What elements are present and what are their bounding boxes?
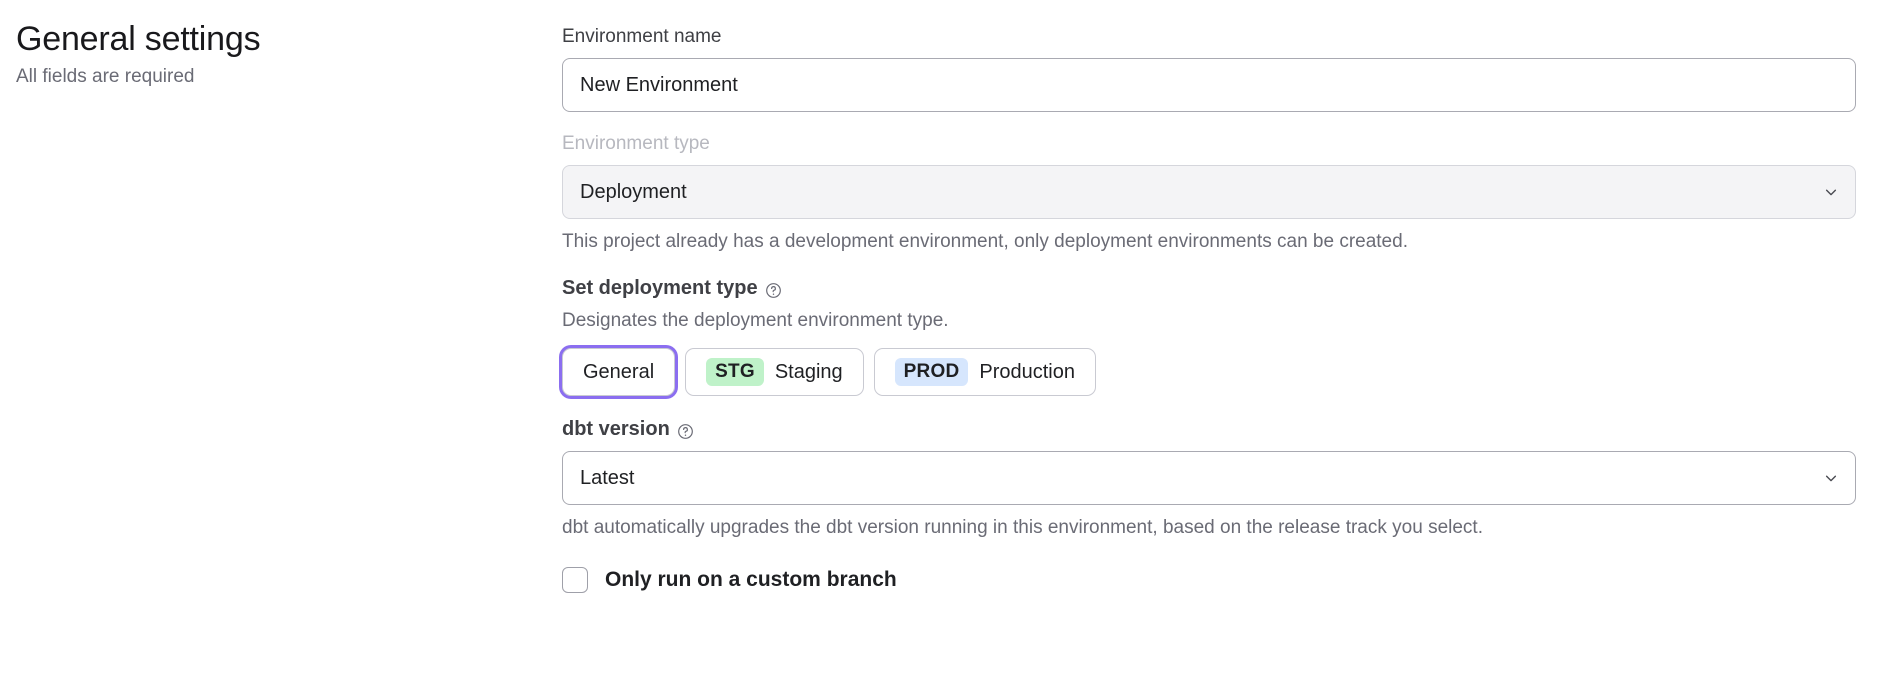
custom-branch-checkbox[interactable]	[562, 567, 588, 593]
deployment-type-option-staging-label: Staging	[774, 360, 843, 383]
dbt-version-helper: dbt automatically upgrades the dbt versi…	[562, 517, 1483, 538]
deployment-type-heading-label: Set deployment type	[562, 277, 758, 299]
deployment-type-description: Designates the deployment environment ty…	[562, 310, 949, 331]
deployment-type-options: General STG Staging PROD Production	[562, 348, 1856, 396]
custom-branch-label[interactable]: Only run on a custom branch	[605, 568, 897, 591]
environment-name-field: Environment name New Environment	[562, 24, 1856, 112]
custom-branch-row[interactable]: Only run on a custom branch	[562, 567, 1856, 593]
deployment-type-option-production[interactable]: PROD Production	[873, 348, 1096, 396]
environment-type-label: Environment type	[562, 133, 710, 154]
settings-form: Environment name New Environment Environ…	[562, 24, 1856, 593]
environment-type-field: Environment type Deployment This project…	[562, 131, 1856, 255]
environment-name-input[interactable]: New Environment	[562, 58, 1856, 112]
dbt-version-field: dbt version Latest dbt automatically upg…	[562, 416, 1856, 541]
environment-type-select-wrapper: Deployment	[562, 165, 1856, 219]
deployment-type-option-production-label: Production	[979, 360, 1075, 383]
dbt-version-label: dbt version	[562, 418, 670, 440]
page-subtitle: All fields are required	[16, 66, 195, 87]
deployment-type-field: Set deployment type Designates the deplo…	[562, 275, 1856, 396]
dbt-version-heading: dbt version	[562, 416, 1856, 442]
environment-type-helper: This project already has a development e…	[562, 231, 1408, 252]
staging-badge: STG	[706, 358, 764, 386]
deployment-type-heading: Set deployment type	[562, 275, 1856, 301]
help-circle-icon[interactable]	[677, 421, 694, 439]
dbt-version-select-wrapper: Latest	[562, 451, 1856, 505]
environment-type-select[interactable]: Deployment	[562, 165, 1856, 219]
settings-header: General settings All fields are required	[16, 18, 516, 90]
environment-name-label: Environment name	[562, 26, 722, 47]
dbt-version-select[interactable]: Latest	[562, 451, 1856, 505]
production-badge: PROD	[894, 358, 969, 386]
page-title: General settings	[16, 20, 261, 58]
help-circle-icon[interactable]	[765, 280, 782, 298]
deployment-type-option-staging[interactable]: STG Staging	[685, 348, 864, 396]
deployment-type-option-general-label: General	[583, 360, 655, 383]
deployment-type-option-general[interactable]: General	[562, 348, 676, 396]
